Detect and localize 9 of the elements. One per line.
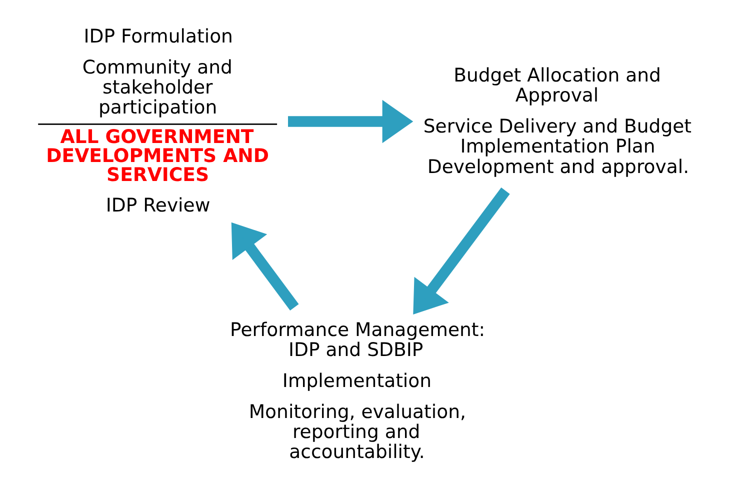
node-label: IDP Formulation	[84, 26, 233, 48]
node-text: Performance Management: IDP and SDBIP Implementation Monitoring, evaluation, reporting and accountability.	[230, 320, 486, 464]
node-label: ALL GOVERNMENT DEVELOPMENTS AND SERVICES	[46, 127, 269, 186]
arrow	[413, 188, 510, 314]
arrow	[231, 222, 299, 311]
node-text: Budget Allocation and Approval Service Delivery and Budget Implementation Plan Development and approval.	[423, 65, 692, 178]
node-label: Community and stakeholder participation	[82, 57, 232, 119]
node-label: IDP Review	[106, 196, 210, 217]
arrow	[288, 100, 414, 144]
